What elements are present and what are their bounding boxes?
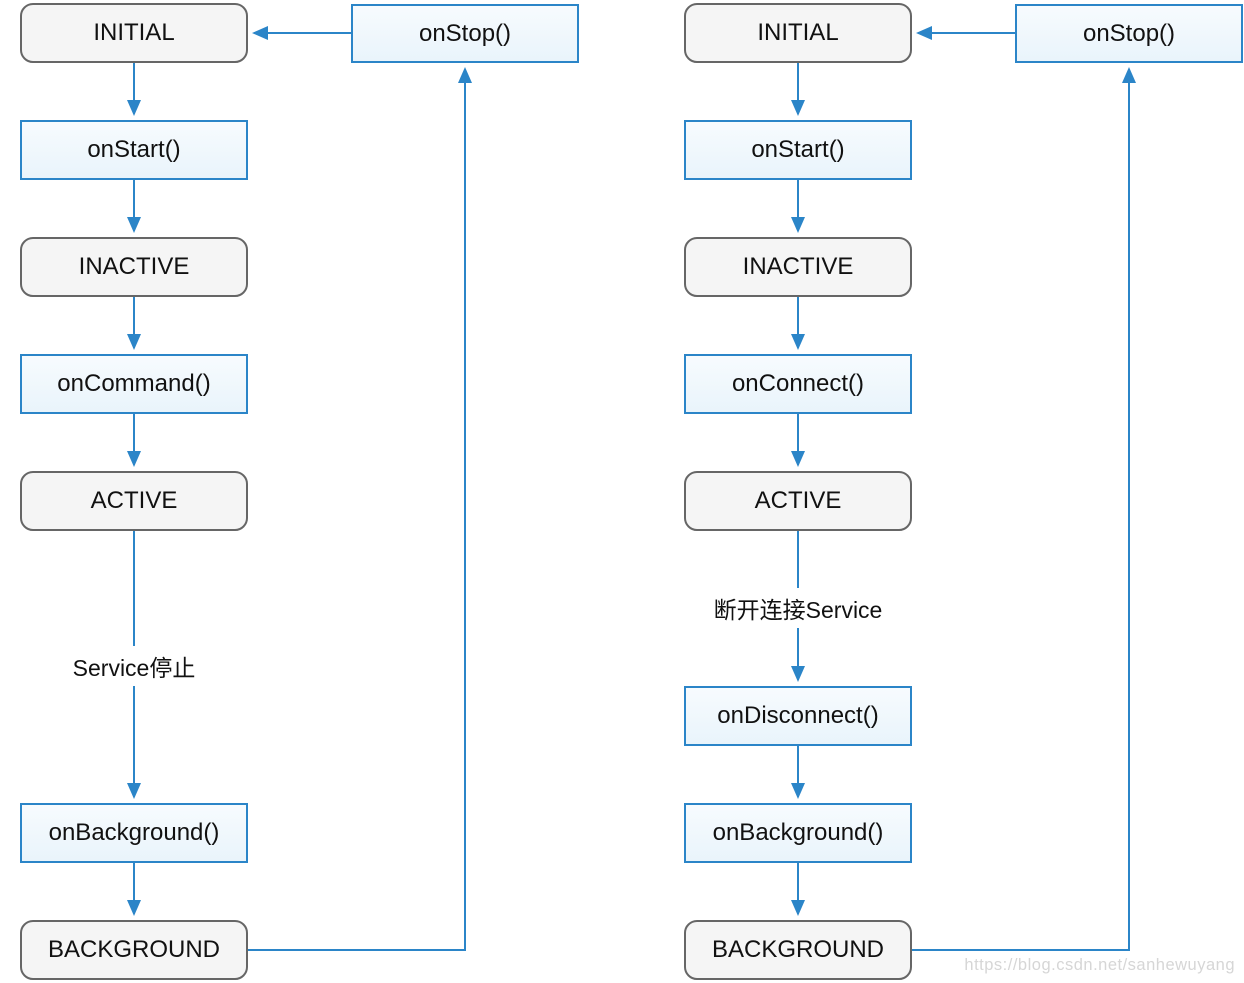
callback-node-onbackground-right: onBackground() [684,803,912,863]
callback-node-oncommand-left: onCommand() [20,354,248,414]
callback-node-onconnect-right: onConnect() [684,354,912,414]
arrow-background-to-onstop-right [912,67,1136,951]
state-node-initial-left: INITIAL [20,3,248,63]
callback-node-onbackground-left: onBackground() [20,803,248,863]
state-node-active-right: ACTIVE [684,471,912,531]
state-node-inactive-right: INACTIVE [684,237,912,297]
transition-label-disconnect-right: 断开连接Service [707,588,889,628]
state-node-active-left: ACTIVE [20,471,248,531]
transition-label-service-stop-left: Service停止 [66,646,202,686]
callback-node-onstop-right: onStop() [1015,4,1243,63]
state-node-inactive-left: INACTIVE [20,237,248,297]
callback-node-ondisconnect-right: onDisconnect() [684,686,912,746]
callback-node-onstart-right: onStart() [684,120,912,180]
arrow-background-to-onstop-left [248,67,472,951]
state-node-background-right: BACKGROUND [684,920,912,980]
watermark-url: https://blog.csdn.net/sanhewuyang [964,956,1235,974]
callback-node-onstart-left: onStart() [20,120,248,180]
state-node-initial-right: INITIAL [684,3,912,63]
callback-node-onstop-left: onStop() [351,4,579,63]
state-node-background-left: BACKGROUND [20,920,248,980]
